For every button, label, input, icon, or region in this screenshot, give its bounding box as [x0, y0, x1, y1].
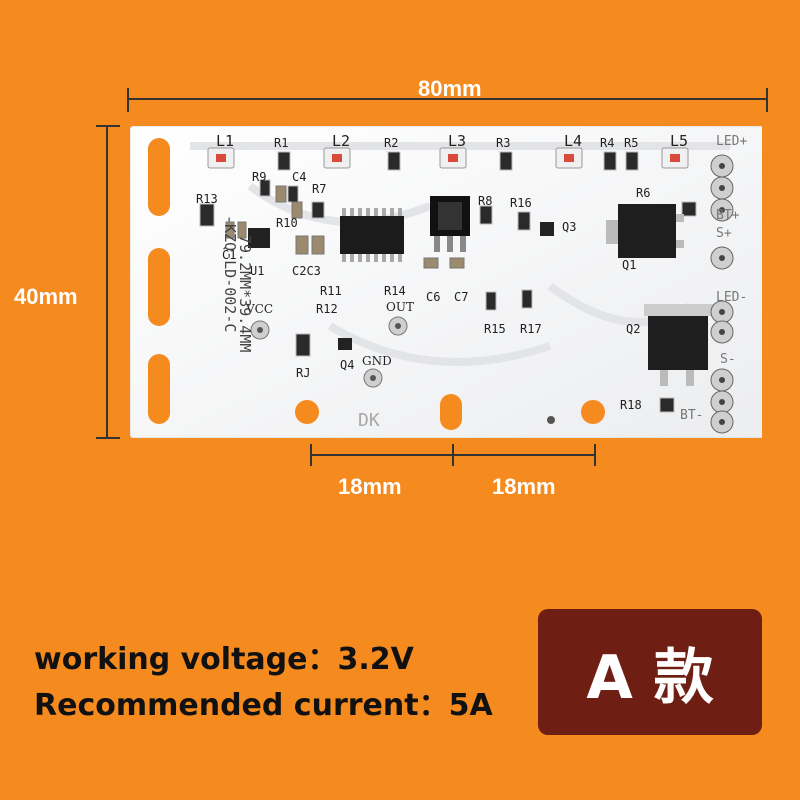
terminal-led-minus: LED- [716, 290, 748, 305]
gnd-label: GND [362, 354, 392, 368]
width-dimension-line [128, 98, 768, 100]
spacing-right-label: 18mm [492, 474, 556, 499]
c4-label: C4 [292, 170, 307, 184]
dk-label: DK [358, 410, 380, 431]
r3-label: R3 [496, 136, 511, 150]
led-label-l1: L1 [216, 132, 235, 150]
r14-label: R14 [384, 284, 406, 298]
width-dimension-tick-right [766, 88, 768, 112]
q2-label: Q2 [626, 322, 641, 336]
r2-label: R2 [384, 136, 399, 150]
terminal-s-plus: S+ [716, 226, 732, 241]
spacing-tick-mid [452, 444, 454, 466]
spacing-left-label: 18mm [338, 474, 402, 499]
led-label-l5: L5 [670, 132, 689, 150]
c6-label: C6 [426, 290, 441, 304]
q4-label: Q4 [340, 358, 355, 372]
c2c3-label: C2C3 [292, 264, 321, 278]
q1-label: Q1 [622, 258, 637, 272]
pcb-board: L1 L2 L3 L4 L5 R1 R2 R3 R4 R5 R9 C4 R7 R… [129, 125, 769, 439]
led-label-l2: L2 [332, 132, 351, 150]
spacing-tick-right [594, 444, 596, 466]
height-dimension-line [106, 126, 108, 438]
r16-label: R16 [510, 196, 532, 210]
spacing-tick-left [310, 444, 312, 466]
height-dimension-tick-bottom [96, 437, 120, 439]
rj-label: RJ [296, 366, 311, 380]
terminal-bt-minus: BT- [680, 408, 704, 423]
r12-label: R12 [316, 302, 338, 316]
r15-label: R15 [484, 322, 506, 336]
height-dimension-label: 40mm [14, 284, 78, 309]
r4-label: R4 [600, 136, 615, 150]
terminal-led-plus: LED+ [716, 134, 748, 149]
terminal-s-minus: S- [720, 352, 736, 367]
led-label-l3: L3 [448, 132, 467, 150]
c1-label: C1 [222, 248, 237, 262]
r5-label: R5 [624, 136, 639, 150]
version-badge: A 款 [538, 609, 762, 735]
r18-label: R18 [620, 398, 642, 412]
r7-label: R7 [312, 182, 327, 196]
board-size-text: 79.2MM*39.4MM [236, 235, 254, 353]
r9-label: R9 [252, 170, 267, 184]
recommended-current-text: Recommended current：5A [34, 688, 493, 723]
r13-label: R13 [196, 192, 218, 206]
width-dimension-tick-left [127, 88, 129, 112]
working-voltage-text: working voltage：3.2V [34, 642, 414, 677]
u1-label: U1 [250, 264, 265, 278]
r8-label: R8 [478, 194, 493, 208]
terminal-bt-plus: BT+ [716, 208, 740, 223]
led-label-l4: L4 [564, 132, 583, 150]
r6-label: R6 [636, 186, 651, 200]
r11-label: R11 [320, 284, 342, 298]
out-label: OUT [386, 300, 414, 314]
r10-label: R10 [276, 216, 298, 230]
width-dimension-label: 80mm [418, 76, 482, 101]
height-dimension-tick-top [96, 125, 120, 127]
c7-label: C7 [454, 290, 469, 304]
r17-label: R17 [520, 322, 542, 336]
q3-label: Q3 [562, 220, 577, 234]
vcc-label: VCC [246, 302, 274, 316]
r1-label: R1 [274, 136, 289, 150]
